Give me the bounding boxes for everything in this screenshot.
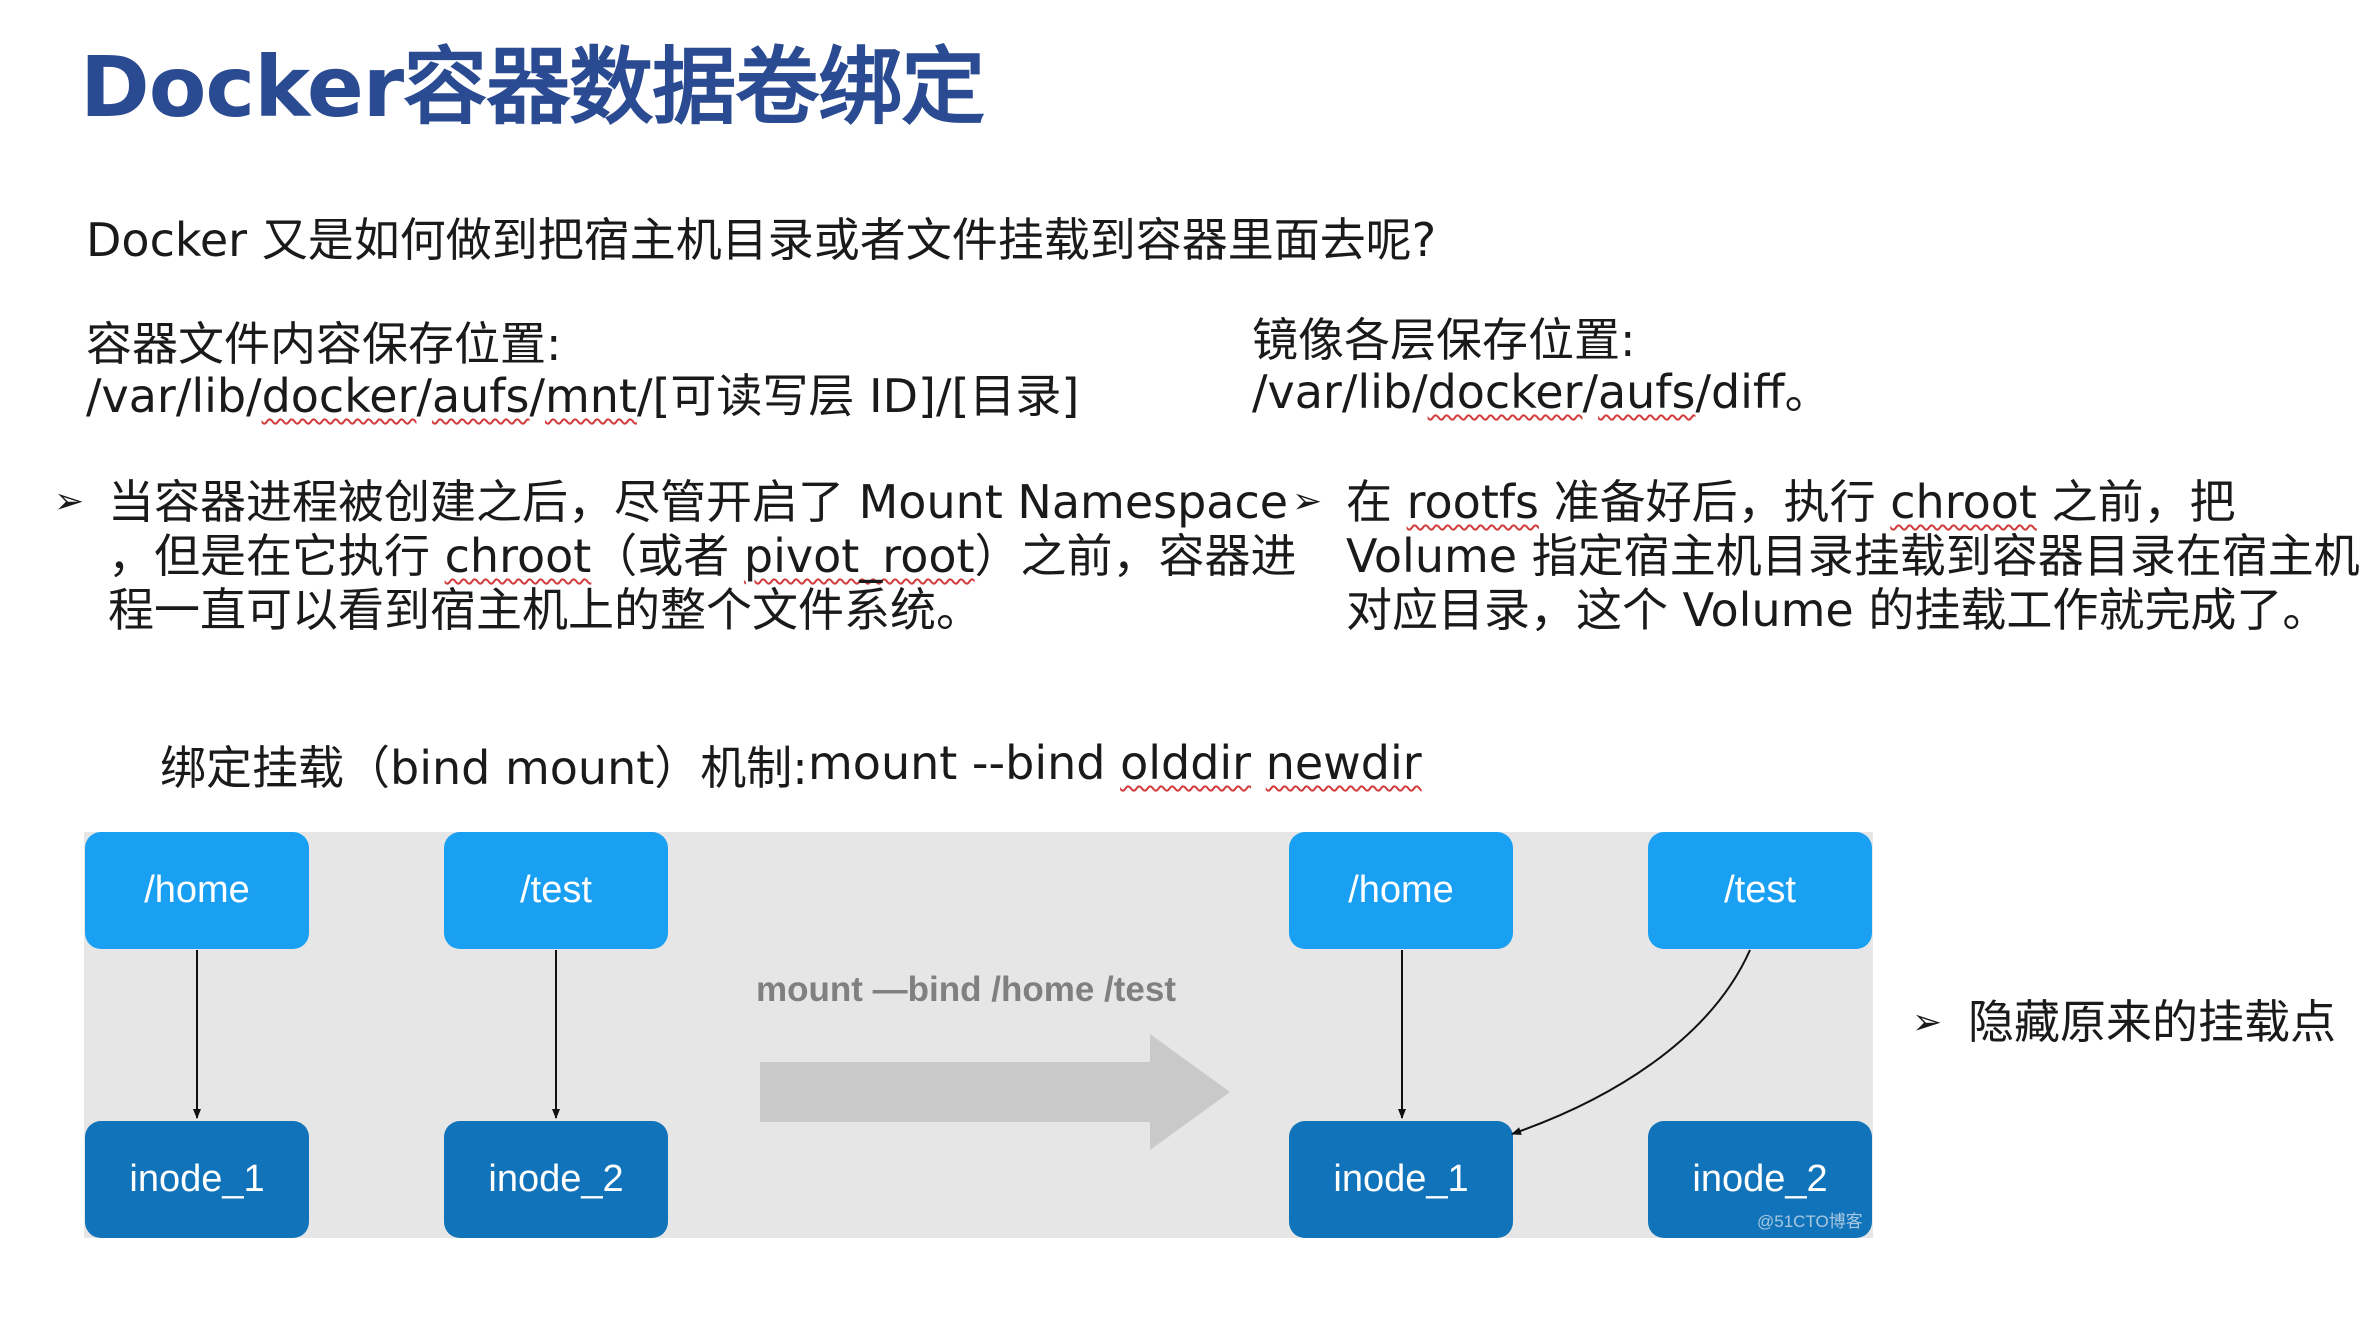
diagram-background <box>84 832 1873 1238</box>
page-title: Docker容器数据卷绑定 <box>80 38 985 136</box>
before-home-node: /home <box>85 832 309 949</box>
left-bullet-text: 当容器进程被创建之后，尽管开启了 Mount Namespace ，但是在它执行… <box>108 475 1297 637</box>
after-home-node: /home <box>1289 832 1513 949</box>
left-bullet-line-3: 程一直可以看到宿主机上的整个文件系统。 <box>108 583 982 637</box>
intro-question: Docker 又是如何做到把宿主机目录或者文件挂载到容器里面去呢? <box>86 213 1437 267</box>
after-test-node: /test <box>1648 832 1872 949</box>
bullet-arrow-icon: ➢ <box>1912 1002 1943 1043</box>
container-location-label: 容器文件内容保存位置: <box>86 317 562 371</box>
after-inode-2-node: inode_2 <box>1648 1121 1872 1238</box>
after-inode-1-node: inode_1 <box>1289 1121 1513 1238</box>
mechanism-command: mount --bind olddir newdir <box>808 736 1422 790</box>
bind-command-label: mount —bind /home /test <box>756 970 1176 1009</box>
before-inode-2-node: inode_2 <box>444 1121 668 1238</box>
right-bullet-line-2: Volume 指定宿主机目录挂载到容器目录在宿主机 <box>1346 529 2360 583</box>
bullet-arrow-icon: ➢ <box>1292 481 1323 522</box>
right-bullet-line-1: 在 rootfs 准备好后，执行 chroot 之前，把 <box>1346 475 2236 529</box>
left-bullet-line-1: 当容器进程被创建之后，尽管开启了 Mount Namespace <box>108 475 1289 529</box>
before-inode-1-node: inode_1 <box>85 1121 309 1238</box>
right-bullet-line-3: 对应目录，这个 Volume 的挂载工作就完成了。 <box>1346 583 2329 637</box>
bullet-arrow-icon: ➢ <box>54 481 85 522</box>
right-bullet-text: 在 rootfs 准备好后，执行 chroot 之前，把 Volume 指定宿主… <box>1346 475 2360 637</box>
side-bullet-text: 隐藏原来的挂载点 <box>1968 995 2336 1049</box>
mechanism-label: 绑定挂载（bind mount）机制: <box>160 741 808 795</box>
container-location-path: /var/lib/docker/aufs/mnt/[可读写层 ID]/[目录] <box>86 369 1080 423</box>
left-bullet-line-2: ，但是在它执行 chroot（或者 pivot_root）之前，容器进 <box>108 529 1297 583</box>
image-location-path: /var/lib/docker/aufs/diff。 <box>1252 365 1831 419</box>
before-test-node: /test <box>444 832 668 949</box>
watermark: @51CTO博客 <box>1757 1212 1863 1231</box>
image-location-label: 镜像各层保存位置: <box>1252 313 1636 367</box>
big-gray-arrow-icon <box>760 1034 1230 1150</box>
after-test-to-inode-1-arrow <box>1511 949 1751 1135</box>
